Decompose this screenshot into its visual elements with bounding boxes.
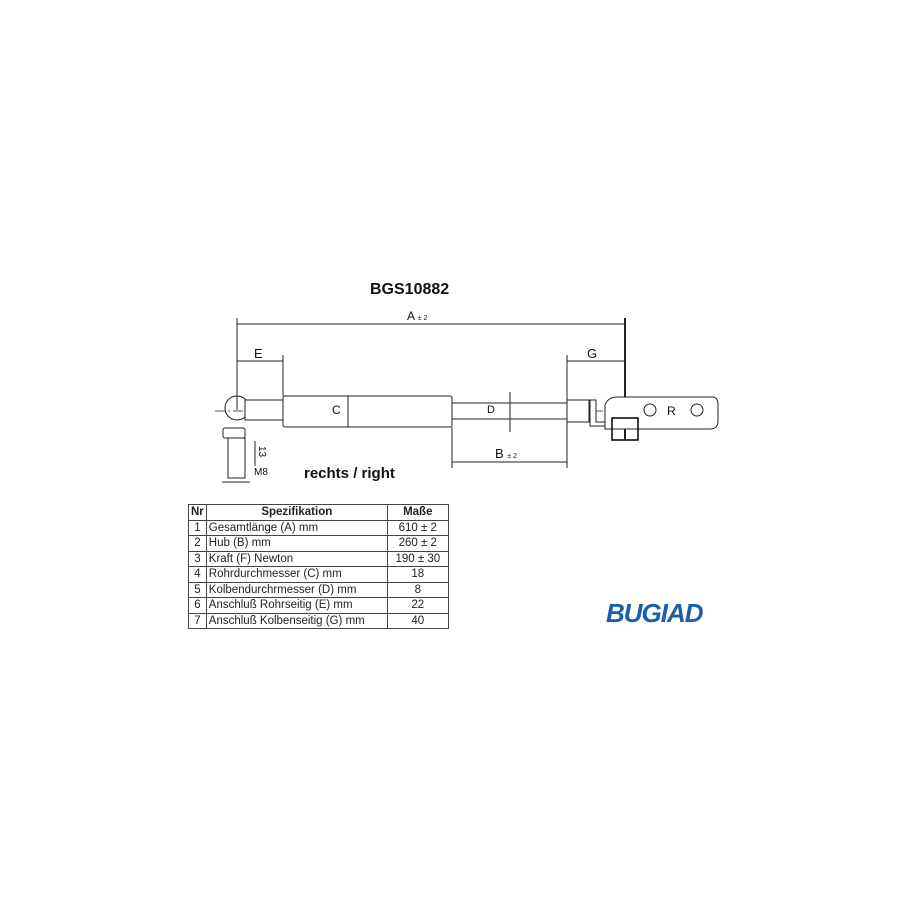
label-a-tol: ± 2 — [417, 315, 428, 322]
row-value: 190 ± 30 — [386, 550, 449, 567]
label-a-text: A — [407, 309, 415, 323]
row-nr: 1 — [188, 519, 207, 536]
mounting-bracket — [604, 396, 719, 430]
row-spec: Gesamtlänge (A) mm — [205, 519, 388, 536]
row-value: 40 — [386, 612, 449, 629]
row-value: 260 ± 2 — [386, 535, 449, 552]
header-value: Maße — [386, 504, 449, 521]
part-number-title: BGS10882 — [370, 281, 450, 298]
row-spec: Kolbendurchrmesser (D) mm — [205, 581, 388, 598]
row-nr: 4 — [188, 566, 207, 583]
label-g: G — [587, 346, 598, 361]
row-value: 18 — [386, 566, 449, 583]
label-c: C — [332, 403, 341, 417]
cylinder-tube — [282, 395, 453, 428]
label-b-tol: ± 2 — [507, 453, 517, 460]
row-nr: 2 — [188, 535, 207, 552]
row-nr: 3 — [188, 550, 207, 567]
label-a: A ± 2 — [407, 309, 427, 323]
label-d: D — [487, 404, 495, 416]
row-spec: Anschluß Kolbenseitig (G) mm — [205, 612, 388, 629]
header-spec: Spezifikation — [205, 504, 388, 521]
ball-stud — [222, 427, 246, 439]
label-thread-length: 13 — [256, 445, 268, 458]
header-nr: Nr — [188, 504, 207, 521]
row-spec: Kraft (F) Newton — [205, 550, 388, 567]
label-thread: M8 — [254, 467, 268, 478]
row-value: 8 — [386, 581, 449, 598]
row-value: 610 ± 2 — [386, 519, 449, 536]
row-nr: 6 — [188, 597, 207, 614]
bugiad-logo: BUGIAD — [606, 598, 704, 628]
row-nr: 5 — [188, 581, 207, 598]
row-spec: Hub (B) mm — [205, 535, 388, 552]
label-r: R — [667, 404, 676, 418]
label-b: B ± 2 — [495, 446, 517, 461]
row-nr: 7 — [188, 612, 207, 629]
orientation-label: rechts / right — [304, 465, 395, 482]
row-spec: Rohrdurchmesser (C) mm — [205, 566, 388, 583]
label-e: E — [254, 346, 263, 361]
row-value: 22 — [386, 597, 449, 614]
row-spec: Anschluß Rohrseitig (E) mm — [205, 597, 388, 614]
table-header: Nr Spezifikation Maße — [188, 504, 449, 521]
label-b-text: B — [495, 446, 504, 461]
